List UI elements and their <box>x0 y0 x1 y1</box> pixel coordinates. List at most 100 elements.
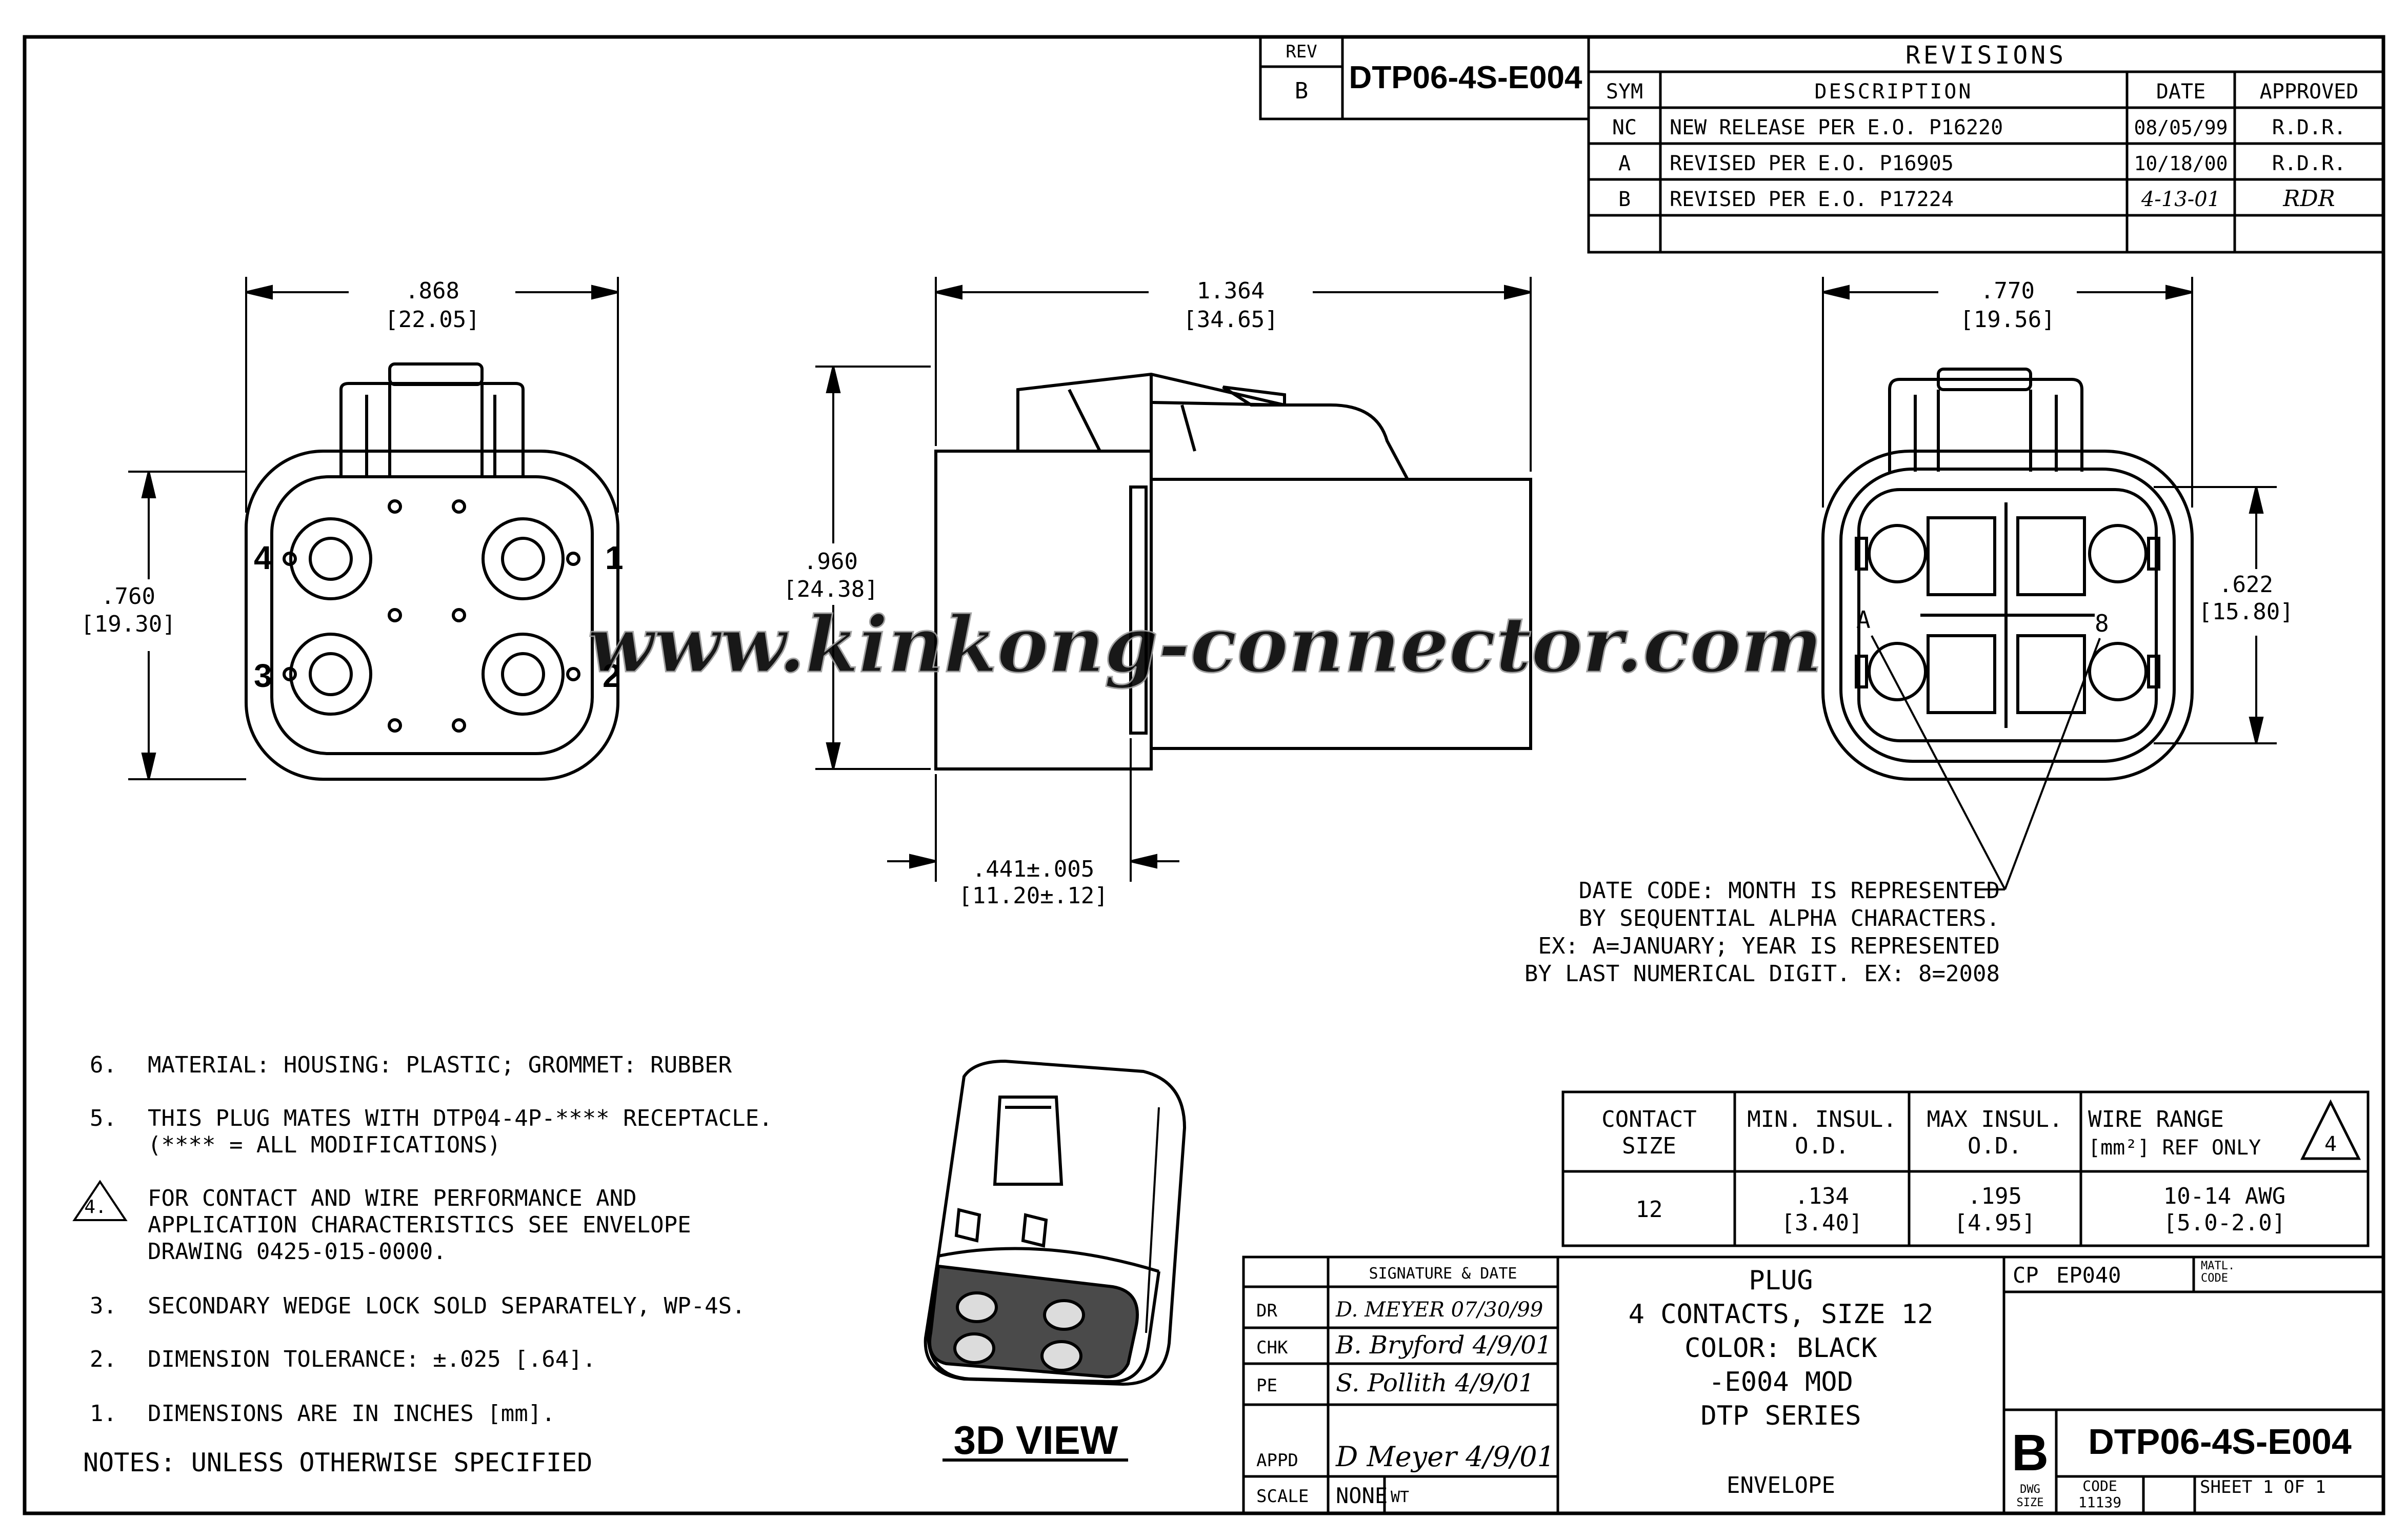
rev-col-approved: APPROVED <box>2260 80 2359 104</box>
rev-row-approved: RDR <box>2282 186 2335 212</box>
side-offset-in: .441±.005 <box>972 856 1094 882</box>
tb-dwg-number: DTP06-4S-E004 <box>2088 1422 2352 1462</box>
date-code-line: DATE CODE: MONTH IS REPRESENTED <box>1579 878 2000 904</box>
tb-scale-value: NONE <box>1336 1483 1388 1508</box>
cavity-label: 4 <box>254 539 272 576</box>
tb-role: PE <box>1256 1375 1277 1396</box>
tb-matl-code: CODE <box>2201 1272 2228 1285</box>
note-line: SECONDARY WEDGE LOCK SOLD SEPARATELY, WP… <box>148 1293 746 1319</box>
tb-cp-value: EP040 <box>2056 1263 2121 1288</box>
contact-table <box>1561 1090 2370 1247</box>
note-number: 2. <box>90 1346 117 1372</box>
revisions-table <box>1587 35 2385 254</box>
rev-row-description: REVISED PER E.O. P16905 <box>1670 152 1954 175</box>
contact-cell: .134 <box>1795 1183 1849 1209</box>
tb-signature: B. Bryford 4/9/01 <box>1335 1331 1552 1360</box>
date-code-digit: 8 <box>2095 610 2109 637</box>
signature-header: SIGNATURE & DATE <box>1369 1265 1517 1283</box>
title-block <box>1242 1255 2385 1515</box>
rev-col-description: DESCRIPTION <box>1815 80 1973 104</box>
iso-view <box>924 1059 1187 1386</box>
notes: 6. MATERIAL: HOUSING: PLASTIC; GROMMET: … <box>72 1052 773 1477</box>
note-line: THIS PLUG MATES WITH DTP04-4P-**** RECEP… <box>148 1105 773 1131</box>
note-number: 5. <box>90 1105 117 1131</box>
front-view <box>245 362 619 781</box>
rev-row-sym: B <box>1618 188 1631 211</box>
side-length-mm: [34.65] <box>1183 307 1278 333</box>
note-number: 1. <box>90 1401 117 1427</box>
tb-dwg-size-label: DWG <box>2020 1483 2040 1496</box>
tb-description-line: PLUG <box>1749 1265 1813 1296</box>
note-number: 4. <box>84 1197 106 1218</box>
tb-size-letter: B <box>2012 1424 2049 1482</box>
rev-label: REV <box>1286 42 1317 62</box>
contact-header: O.D. <box>1795 1133 1849 1159</box>
date-code-letter: A <box>1856 606 1871 634</box>
tb-sheet: SHEET 1 OF 1 <box>2200 1477 2326 1497</box>
front-width-mm: [22.05] <box>385 307 479 333</box>
sheet-border <box>23 35 2385 1515</box>
tb-signature: D. MEYER 07/30/99 <box>1335 1298 1543 1322</box>
watermark-text: www.kinkong-connector.com <box>588 600 1822 690</box>
tb-code-label: CODE <box>2082 1477 2117 1494</box>
wire-range-flag-number: 4 <box>2324 1132 2337 1156</box>
notes-footer: NOTES: UNLESS OTHERWISE SPECIFIED <box>83 1448 592 1477</box>
front-dimensions <box>128 277 619 780</box>
rear-view <box>1821 368 2194 781</box>
side-height-in: .960 <box>804 549 858 575</box>
tb-wt-label: WT <box>1391 1488 1409 1506</box>
contact-header: [mm²] REF ONLY <box>2088 1136 2261 1160</box>
tb-description-line: COLOR: BLACK <box>1684 1333 1877 1364</box>
contact-cell: [4.95] <box>1954 1210 2036 1236</box>
revisions-title: REVISIONS <box>1905 41 2067 70</box>
note-line: MATERIAL: HOUSING: PLASTIC; GROMMET: RUB… <box>148 1052 732 1078</box>
cavity-label: 2 <box>603 657 621 694</box>
note-line: DIMENSIONS ARE IN INCHES [mm]. <box>148 1401 555 1427</box>
contact-header: MIN. INSUL. <box>1747 1106 1896 1132</box>
tb-signature: S. Pollith 4/9/01 <box>1336 1369 1534 1397</box>
rear-height-in: .622 <box>2219 572 2273 598</box>
tb-role: DR <box>1256 1301 1277 1321</box>
note-flag-triangle <box>72 1180 128 1221</box>
tb-description-line: 4 CONTACTS, SIZE 12 <box>1629 1299 1934 1330</box>
note-number: 3. <box>90 1293 117 1319</box>
front-width-in: .868 <box>405 278 459 304</box>
rev-value: B <box>1295 78 1309 104</box>
rev-row-sym: NC <box>1612 116 1637 139</box>
tb-role: APPD <box>1256 1450 1298 1471</box>
rear-width-mm: [19.56] <box>1960 307 2055 333</box>
contact-header: CONTACT <box>1601 1106 1696 1132</box>
rear-dimensions <box>1822 277 2277 890</box>
tb-code-value: 11139 <box>2078 1494 2121 1511</box>
tb-matl-code: MATL. <box>2201 1260 2235 1272</box>
contact-header: MAX INSUL. <box>1927 1106 2063 1132</box>
rev-row-date: 10/18/00 <box>2134 152 2228 175</box>
contact-cell: 12 <box>1636 1197 1663 1223</box>
side-length-in: 1.364 <box>1197 278 1265 304</box>
rev-row-approved: R.D.R. <box>2272 116 2346 139</box>
front-height-mm: [19.30] <box>81 611 175 637</box>
side-view <box>934 372 1532 771</box>
contact-cell: [3.40] <box>1781 1210 1863 1236</box>
tb-description-line: -E004 MOD <box>1709 1367 1853 1397</box>
rev-col-date: DATE <box>2156 80 2205 104</box>
header-part-number: DTP06-4S-E004 <box>1349 60 1582 95</box>
contact-cell: [5.0-2.0] <box>2163 1210 2285 1236</box>
tb-envelope: ENVELOPE <box>1727 1472 1835 1498</box>
contact-header: WIRE RANGE <box>2088 1106 2224 1132</box>
rear-width-in: .770 <box>1980 278 2035 304</box>
rev-row-description: REVISED PER E.O. P17224 <box>1670 188 1954 211</box>
front-height-in: .760 <box>101 583 155 610</box>
tb-dwg-size-label: SIZE <box>2017 1496 2044 1509</box>
cavity-label: 3 <box>254 657 272 694</box>
date-code-note: DATE CODE: MONTH IS REPRESENTED BY SEQUE… <box>1525 878 2000 987</box>
tb-role: CHK <box>1256 1338 1288 1358</box>
rev-row-sym: A <box>1618 152 1631 175</box>
tb-description-line: DTP SERIES <box>1700 1401 1861 1431</box>
date-code-line: BY LAST NUMERICAL DIGIT. EX: 8=2008 <box>1525 961 2000 987</box>
rev-row-approved: R.D.R. <box>2272 152 2346 175</box>
rev-row-description: NEW RELEASE PER E.O. P16220 <box>1670 116 2003 139</box>
rear-height-mm: [15.80] <box>2198 599 2293 625</box>
